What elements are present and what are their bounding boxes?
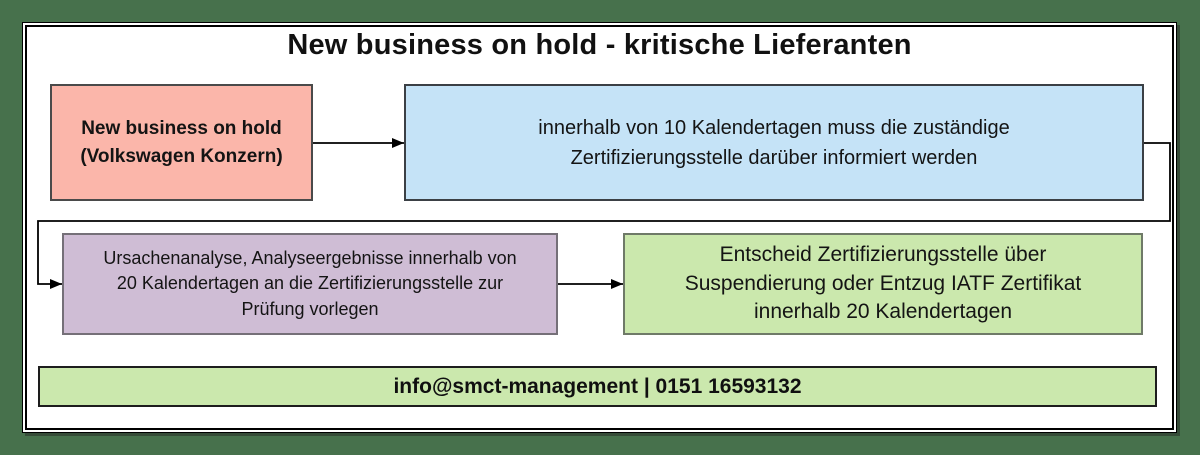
analysis-box: Ursachenanalyse, Analyseergebnisse inner… xyxy=(62,233,558,335)
analysis-box-label: Ursachenanalyse, Analyseergebnisse inner… xyxy=(103,247,517,319)
footer-bar: info@smct-management | 0151 16593132 xyxy=(38,366,1157,407)
notify-box-label: innerhalb von 10 Kalendertagen muss die … xyxy=(538,116,1010,169)
diagram-title: New business on hold - kritische Liefera… xyxy=(287,29,912,61)
footer-contact: info@smct-management | 0151 16593132 xyxy=(393,374,802,398)
notify-box: innerhalb von 10 Kalendertagen muss die … xyxy=(404,84,1144,201)
start-box: New business on hold (Volkswagen Konzern… xyxy=(50,84,313,201)
decision-box: Entscheid Zertifizierungsstelle über Sus… xyxy=(623,233,1143,335)
decision-box-label: Entscheid Zertifizierungsstelle über Sus… xyxy=(684,242,1082,324)
start-box-label: New business on hold (Volkswagen Konzern… xyxy=(80,117,283,167)
